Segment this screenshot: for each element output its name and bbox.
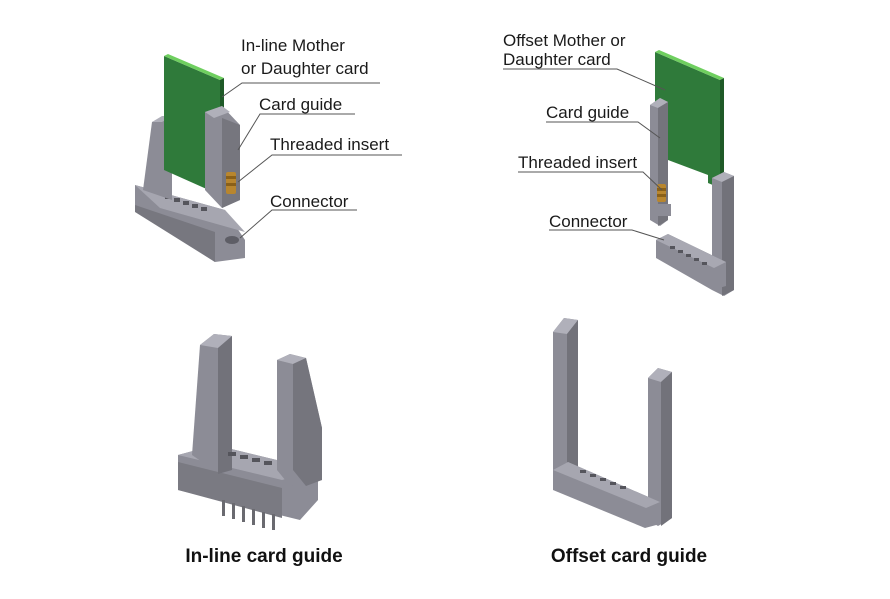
label-inline-insert: Threaded insert [270,135,389,154]
inline-assembly-illustration [135,54,245,262]
offset-assembly-illustration [650,50,734,296]
label-offset-insert: Threaded insert [518,153,637,172]
label-inline-card-line1: In-line Mother [241,36,345,55]
label-offset-card-line2: Daughter card [503,50,611,69]
inline-card-guide-illustration [178,334,322,530]
label-offset-guide: Card guide [546,103,629,122]
label-offset-connector: Connector [549,212,628,231]
caption-inline: In-line card guide [185,546,342,567]
label-inline-guide: Card guide [259,95,342,114]
offset-card-guide-illustration [553,318,672,528]
inline-leader-lines [221,82,402,239]
label-inline-card-line2: or Daughter card [241,59,369,78]
label-inline-connector: Connector [270,192,349,211]
offset-leader-lines [503,68,666,241]
caption-offset: Offset card guide [551,546,707,567]
label-offset-card-line1: Offset Mother or [503,31,626,50]
